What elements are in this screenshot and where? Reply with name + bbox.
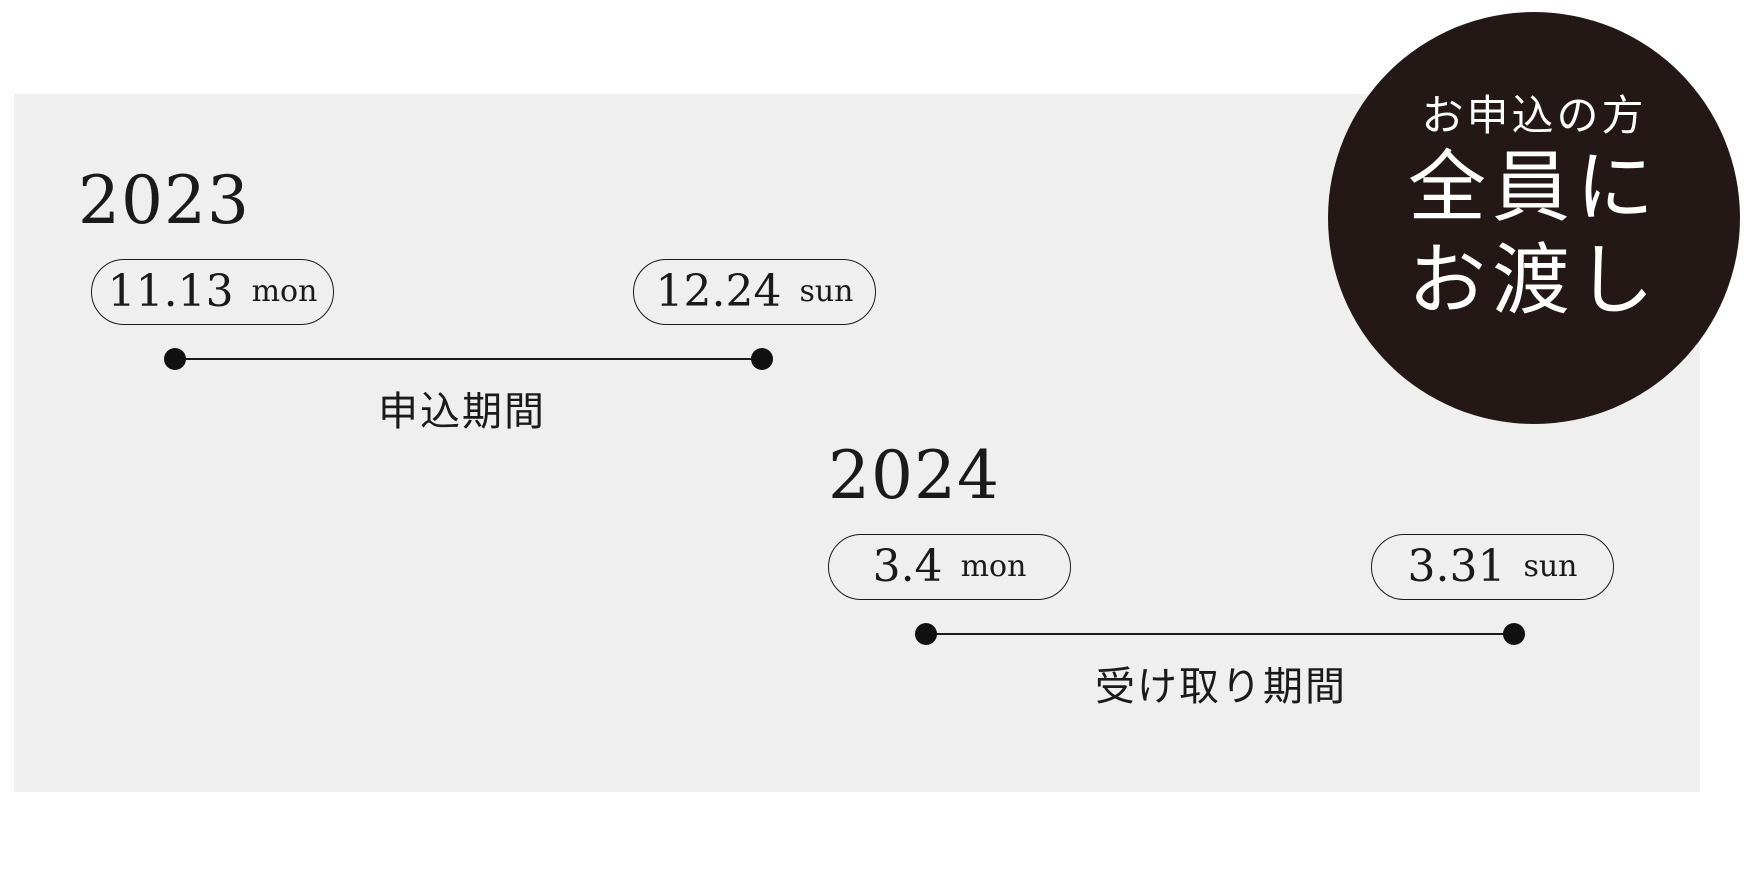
pickup-end-pill: 3.31 sun	[1371, 534, 1614, 600]
application-period-label: 申込期間	[378, 389, 546, 435]
pickup-start-weekday: mon	[960, 549, 1027, 584]
badge-line-1: お申込の方	[1421, 91, 1647, 141]
all-applicants-badge: お申込の方 全員に お渡し	[1328, 12, 1740, 424]
application-end-pill: 12.24 sun	[633, 259, 876, 325]
year-2024: 2024	[828, 437, 1000, 514]
pickup-period-label: 受け取り期間	[1095, 664, 1347, 710]
application-end-weekday: sun	[799, 274, 854, 309]
pickup-end-dot	[1503, 623, 1525, 645]
badge-line-2: 全員に	[1407, 142, 1660, 233]
application-start-pill: 11.13 mon	[91, 259, 334, 325]
application-start-dot	[164, 348, 186, 370]
pickup-start-dot	[915, 623, 937, 645]
pickup-start-date: 3.4	[872, 541, 943, 592]
application-timeline	[175, 358, 762, 360]
badge-line-3: お渡し	[1407, 236, 1660, 327]
pickup-end-weekday: sun	[1523, 549, 1578, 584]
application-end-date: 12.24	[655, 266, 782, 317]
pickup-timeline	[926, 633, 1514, 635]
pickup-end-date: 3.31	[1407, 541, 1506, 592]
application-end-dot	[751, 348, 773, 370]
application-start-weekday: mon	[251, 274, 318, 309]
application-start-date: 11.13	[107, 266, 234, 317]
pickup-start-pill: 3.4 mon	[828, 534, 1071, 600]
year-2023: 2023	[78, 162, 250, 239]
